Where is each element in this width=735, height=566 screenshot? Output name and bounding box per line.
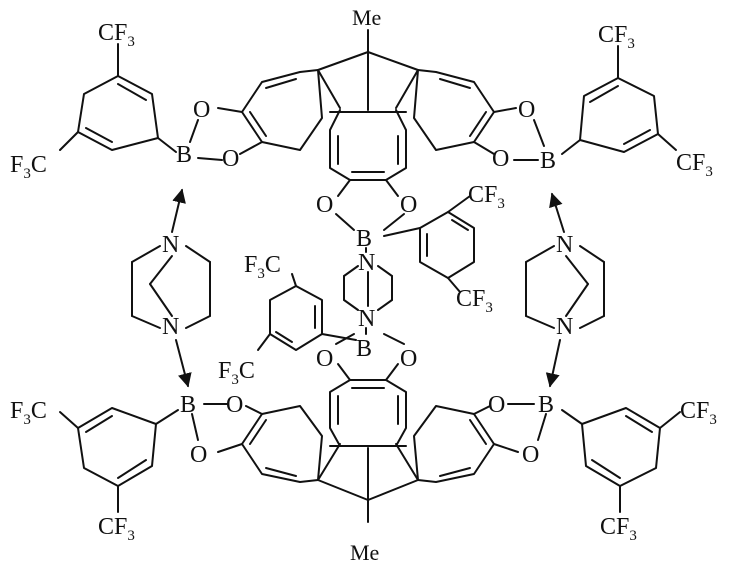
nitrogen-label: N [358, 306, 375, 332]
bottom-left-dioxaborole: O O B [155, 392, 263, 468]
methyl-top-label: Me [352, 5, 381, 30]
top-left-dioxaborole: O O B [157, 97, 263, 172]
oxygen-label: O [222, 146, 239, 172]
top-center-dioxaborole: O O B [316, 179, 421, 252]
oxygen-label: O [488, 392, 505, 418]
nitrogen-label: N [162, 314, 179, 340]
boron-label: B [540, 148, 556, 174]
boron-label: B [538, 392, 554, 418]
left-dabco: N N [131, 188, 211, 388]
cf3-label: CF3 [598, 22, 635, 52]
bottom-right-dioxaborole: O O B [473, 392, 583, 468]
cf3-label: CF3 [468, 182, 505, 212]
oxygen-label: O [226, 392, 243, 418]
top-triptycene: Me [241, 5, 495, 181]
aryl-center-upper: CF3 CF3 [419, 182, 505, 316]
aryl-bottom-left: F3C CF3 [10, 398, 157, 544]
oxygen-label: O [316, 192, 333, 218]
boron-label: B [180, 392, 196, 418]
f3c-label: F3C [218, 358, 255, 388]
oxygen-label: O [492, 146, 509, 172]
cf3-label: CF3 [98, 514, 135, 544]
bottom-triptycene: Me [241, 379, 495, 565]
cf3-label: CF3 [676, 150, 713, 180]
oxygen-label: O [400, 346, 417, 372]
boron-label: B [176, 142, 192, 168]
cf3-label: CF3 [680, 398, 717, 428]
f3c-label: F3C [10, 398, 47, 428]
methyl-bottom-label: Me [350, 540, 379, 565]
aryl-top-right: CF3 CF3 [579, 22, 713, 180]
oxygen-label: O [316, 346, 333, 372]
bottom-center-dioxaborole: O O B [316, 333, 417, 381]
aryl-bottom-right: CF3 CF3 [581, 398, 717, 544]
oxygen-label: O [400, 192, 417, 218]
f3c-label: F3C [244, 252, 281, 282]
cf3-label: CF3 [600, 514, 637, 544]
oxygen-label: O [522, 442, 539, 468]
nitrogen-label: N [358, 250, 375, 276]
oxygen-label: O [518, 97, 535, 123]
boron-label: B [356, 336, 372, 362]
nitrogen-label: N [556, 232, 573, 258]
right-dabco: N N [525, 192, 605, 388]
nitrogen-label: N [556, 314, 573, 340]
oxygen-label: O [193, 97, 210, 123]
center-dabco: N N [343, 247, 393, 335]
nitrogen-label: N [162, 232, 179, 258]
cf3-label: CF3 [98, 20, 135, 50]
cf3-label: CF3 [456, 286, 493, 316]
aryl-center-lower: F3C F3C [218, 252, 323, 388]
boron-label: B [356, 226, 372, 252]
oxygen-label: O [190, 442, 207, 468]
top-right-dioxaborole: O O B [473, 97, 581, 174]
f3c-label: F3C [10, 152, 47, 182]
aryl-top-left: CF3 F3C [10, 20, 159, 182]
